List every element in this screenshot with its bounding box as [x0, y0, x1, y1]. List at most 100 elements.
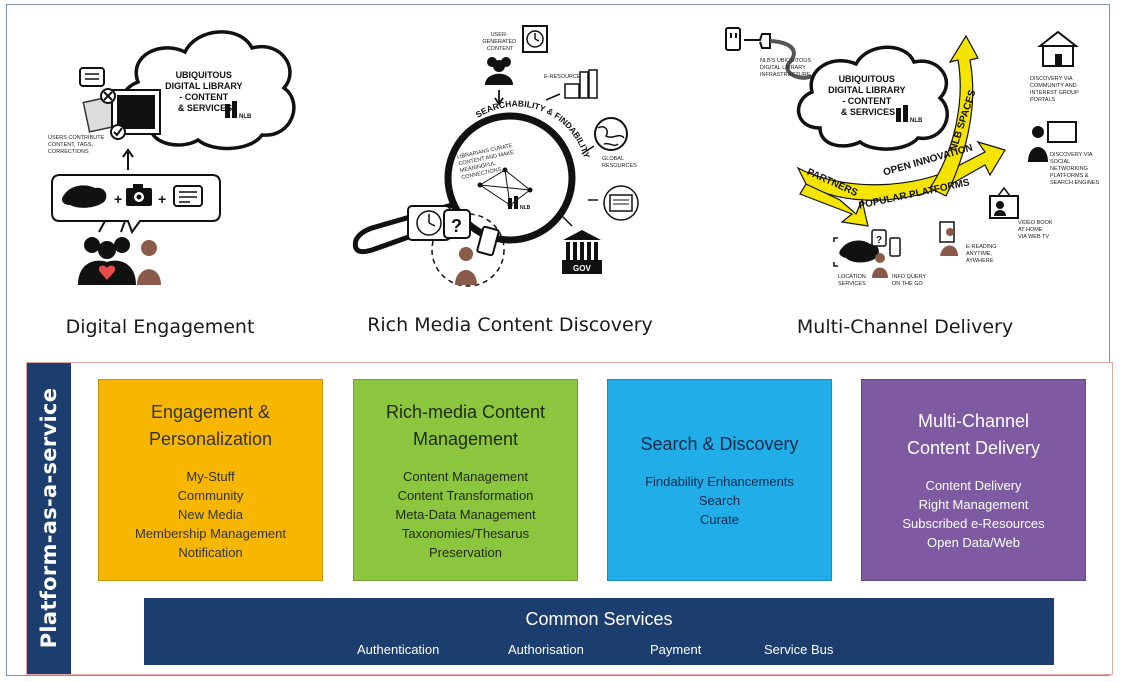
- ugc-line3: CONTENT: [487, 46, 514, 52]
- svg-text:VIDEO BOOK AT HOME: VIDEO BOOK AT HOME VIA WEB TV: [1018, 220, 1054, 240]
- schoolhouse-icon: [1037, 30, 1079, 67]
- svg-text:UBIQUITOUS DIGITAL LIBRA: UBIQUITOUS DIGITAL LIBRARY - CONTENT & S…: [828, 74, 908, 117]
- clock-screen-icon: [407, 205, 451, 241]
- chat-bubble-icon: [79, 67, 105, 87]
- service-item: Open Data/Web: [927, 535, 1020, 550]
- e-reader-person-icon: [939, 221, 958, 256]
- arrow-gov: [559, 213, 573, 227]
- service-item: Preservation: [429, 544, 502, 560]
- social-line4: PLATFORMS &: [1050, 173, 1089, 179]
- users-contribute-line3: CORRECTIONS: [48, 149, 89, 155]
- government-building-icon: GOV: [562, 230, 602, 274]
- common-service-item: Payment: [650, 642, 702, 657]
- social-line5: SEARCH ENGINES: [1050, 180, 1100, 186]
- ereading-line2: ANYTIME,: [966, 251, 992, 257]
- svg-text:DISCOVERY VIA SOCIAL: DISCOVERY VIA SOCIAL NETWORKING PLATFORM…: [1050, 152, 1100, 186]
- svg-text:DISCOVERY VIA COMMUNITY: DISCOVERY VIA COMMUNITY AND INTEREST GRO…: [1030, 76, 1080, 103]
- portals-line1: DISCOVERY VIA: [1030, 76, 1073, 82]
- svg-text:USERS CONTRIBUTE CONTENT: USERS CONTRIBUTE CONTENT, TAGS, CORRECTI…: [48, 135, 106, 155]
- community-people-icon: [78, 237, 136, 285]
- location-line2: SERVICES: [838, 281, 866, 287]
- video-line3: VIA WEB TV: [1018, 234, 1049, 240]
- common-services-items: Authentication Authorisation Payment Ser…: [144, 642, 1054, 662]
- svg-text:E-READING ANYTIME,: E-READING ANYTIME, AYWHERE: [966, 244, 998, 264]
- users-contribute-line1: USERS CONTRIBUTE: [48, 135, 105, 141]
- portals-line2: COMMUNITY AND: [1030, 83, 1077, 89]
- cloud-left-line4: & SERVICES: [178, 103, 232, 113]
- clock-doc-icon: [522, 25, 548, 53]
- heading-digital-engagement: Digital Engagement: [65, 316, 255, 338]
- service-item: My-Stuff: [186, 468, 235, 484]
- global-line2: RESOURCES: [602, 163, 637, 169]
- question-bubble-icon: ?: [443, 209, 471, 239]
- arrow-down-icon: [494, 90, 504, 106]
- bubble-tails: [98, 220, 126, 233]
- newspaper-icon: [603, 185, 639, 221]
- location-map-icon: [833, 237, 879, 267]
- common-service-item: Authorisation: [508, 642, 584, 657]
- delivery-illustration: NLB'S UBIQUITOUS DIGITAL LIBRARY INFRAST…: [725, 27, 1100, 287]
- service-title: Multi-Channel Content Delivery: [906, 411, 1041, 458]
- cloud-left-line3: - CONTENT: [179, 92, 228, 102]
- books-icon: [564, 69, 598, 99]
- service-item: Content Delivery: [925, 478, 1022, 493]
- cloud-left: [120, 30, 296, 151]
- heading-multi-channel-delivery: Multi-Channel Delivery: [796, 316, 1014, 338]
- plus-sign-1: +: [114, 191, 122, 207]
- common-service-item: Authentication: [357, 642, 440, 657]
- nlb-logo-right-icon: NLB: [896, 105, 923, 124]
- photo-stack-icon: [82, 89, 161, 135]
- service-search-discovery: Search & Discovery Findability Enhanceme…: [607, 379, 832, 581]
- svg-text:?: ?: [876, 235, 882, 246]
- service-item: Meta-Data Management: [395, 506, 536, 522]
- info-query-icon: ?: [871, 229, 901, 278]
- service-item: Taxonomies/Thesarus: [401, 525, 530, 541]
- global-line1: GLOBAL: [602, 156, 624, 162]
- nlb-right-text: NLB: [910, 118, 923, 124]
- service-item: New Media: [177, 506, 244, 522]
- social-line1: DISCOVERY VIA: [1050, 152, 1093, 158]
- gov-label: GOV: [573, 264, 591, 273]
- tv-icon: [989, 186, 1019, 219]
- discovery-illustration: USER- GENERATED CONTENT E-RESOURCES SEAR…: [352, 25, 639, 287]
- person-brown-mid-icon: [455, 247, 477, 285]
- cloud-right-line3: - CONTENT: [842, 96, 891, 106]
- e-resources-label: E-RESOURCES: [544, 74, 585, 80]
- person-laptop-icon: [1028, 121, 1077, 162]
- service-multi-channel-delivery: Multi-Channel Content Delivery Content D…: [861, 379, 1086, 581]
- ereading-line3: AYWHERE: [966, 258, 994, 264]
- singapore-map-icon: [62, 185, 107, 208]
- service-item: Community: [177, 487, 244, 503]
- infra-line2: DIGITAL LIBRARY: [760, 65, 806, 71]
- common-service-item: Service Bus: [764, 642, 834, 657]
- svg-text:?: ?: [451, 216, 462, 236]
- common-services-title: Common Services: [525, 609, 673, 629]
- message-icon: [173, 185, 203, 207]
- service-engagement-personalization: Engagement & Personalization My-Stuff Co…: [98, 379, 323, 581]
- ugc-line1: USER-: [491, 32, 508, 38]
- person-brown-icon: [137, 240, 161, 285]
- magnifier-lens: [444, 112, 576, 244]
- nlb-logo-mid-icon: NLB: [508, 196, 531, 211]
- arrow-up-icon: [122, 148, 134, 170]
- cloud-right: [796, 45, 949, 151]
- service-rich-media-management: Rich-media Content Management Content Ma…: [353, 379, 578, 581]
- service-title: Search & Discovery: [640, 434, 799, 454]
- service-item: Notification: [178, 544, 243, 560]
- camera-icon: [126, 184, 152, 206]
- service-item: Search: [698, 493, 741, 508]
- illustration-panel: UBIQUITOUS DIGITAL LIBRARY - CONTENT & S…: [48, 25, 1100, 287]
- query-line2: ON THE GO: [892, 281, 923, 287]
- nlb-mid-text: NLB: [520, 205, 531, 211]
- dashed-user-circle: [431, 213, 505, 287]
- plus-sign-2: +: [158, 191, 166, 207]
- engagement-illustration: UBIQUITOUS DIGITAL LIBRARY - CONTENT & S…: [48, 30, 296, 285]
- service-item: Curate: [699, 512, 740, 527]
- service-title: Rich-media Content Management: [385, 401, 546, 449]
- social-line2: SOCIAL: [1050, 159, 1070, 165]
- yellow-arrow-partners: [799, 183, 869, 227]
- cloud-right-line1: UBIQUITOUS: [839, 74, 895, 84]
- ereading-line1: E-READING: [966, 244, 997, 250]
- service-item: Findability Enhancements: [645, 474, 794, 489]
- users-contribute-line2: CONTENT, TAGS,: [48, 142, 93, 148]
